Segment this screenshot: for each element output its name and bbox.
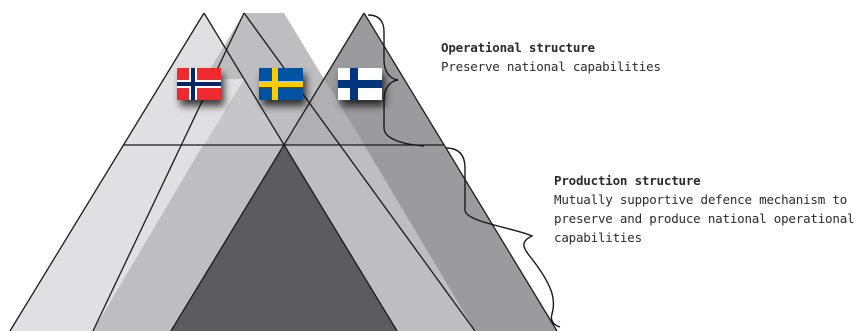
production-structure-description: Mutually supportive defence mechanism to… bbox=[554, 192, 855, 245]
operational-structure-description: Preserve national capabilities bbox=[441, 59, 661, 74]
production-structure-title: Production structure bbox=[554, 173, 701, 188]
finland-flag-icon bbox=[338, 68, 382, 100]
overlap-norway-sweden-upper bbox=[204, 79, 284, 145]
right-outer-band bbox=[364, 145, 557, 331]
norway-flag-icon bbox=[177, 68, 221, 100]
operational-structure-label: Operational structure Preserve national … bbox=[441, 38, 741, 76]
sweden-flag-icon bbox=[259, 68, 303, 100]
finland-upper-region bbox=[324, 13, 444, 145]
center-production-triangle bbox=[171, 145, 397, 331]
operational-bracket bbox=[367, 14, 425, 147]
left-inner-band bbox=[93, 145, 284, 331]
operational-structure-title: Operational structure bbox=[441, 40, 595, 55]
overlap-sweden-finland-upper bbox=[284, 79, 364, 145]
diagram-outlines bbox=[9, 12, 558, 331]
production-bracket bbox=[445, 147, 561, 328]
left-outer-band bbox=[10, 145, 203, 331]
right-inner-band bbox=[284, 145, 475, 331]
production-structure-label: Production structure Mutually supportive… bbox=[554, 171, 864, 247]
